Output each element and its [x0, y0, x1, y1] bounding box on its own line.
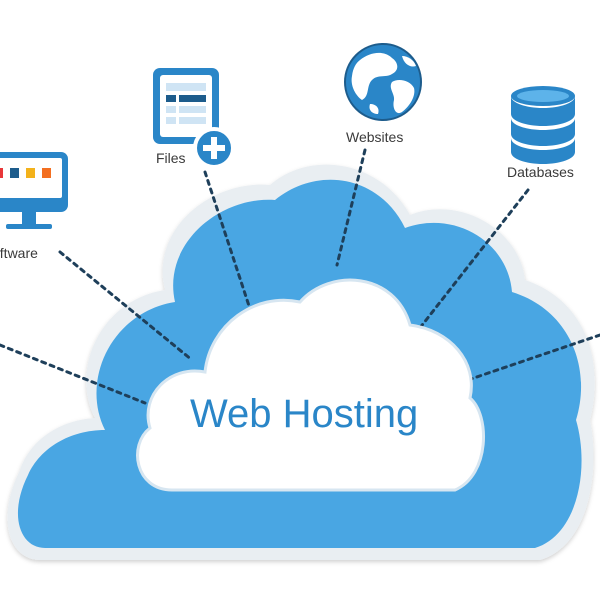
monitor-icon: [0, 152, 68, 229]
database-icon: [511, 86, 575, 164]
node-label-software: oftware: [0, 245, 38, 261]
connector-software: [58, 250, 194, 362]
connector-websites: [335, 148, 367, 267]
globe-icon: [344, 43, 422, 121]
node-label-databases: Databases: [507, 164, 574, 180]
connector-files: [203, 170, 255, 320]
connector-databases: [410, 188, 530, 340]
connectors: [0, 148, 600, 405]
connector-right: [460, 333, 600, 384]
center-title-text: Web Hosting: [190, 392, 419, 436]
connector-left: [0, 343, 147, 405]
node-label-websites: Websites: [346, 129, 404, 145]
inner-cloud: [136, 278, 485, 492]
files-add-icon: [153, 68, 235, 169]
node-label-files: Files: [156, 150, 186, 166]
